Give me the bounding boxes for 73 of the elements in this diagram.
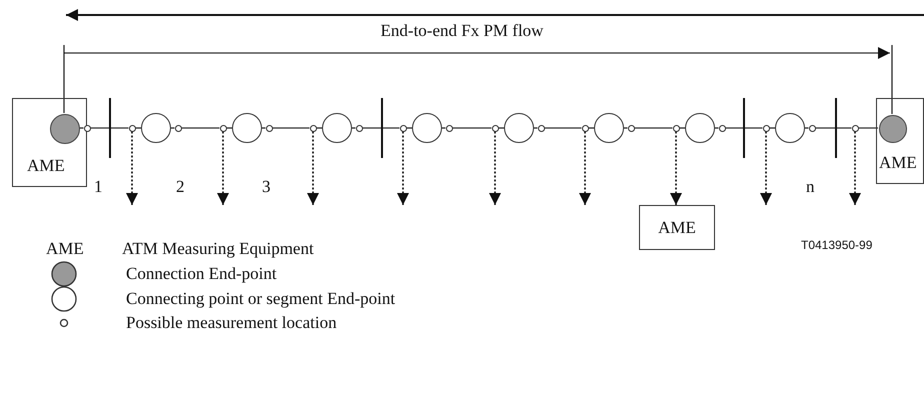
- connecting-point-circle: [504, 113, 534, 143]
- measurement-location-circle: [582, 124, 588, 132]
- connecting-point-circle: [775, 113, 805, 143]
- node-label: AME: [27, 157, 65, 174]
- node-label: AME: [879, 154, 917, 171]
- measurement-location-circle: [220, 124, 226, 132]
- connection-line: [726, 127, 762, 129]
- connection-line: [272, 127, 310, 129]
- connection-line: [171, 127, 174, 129]
- connection-line: [624, 127, 628, 129]
- segment-number: 3: [262, 178, 270, 195]
- connection-line: [544, 127, 582, 129]
- measurement-location-circle: [400, 124, 406, 132]
- equipment-box: [12, 98, 87, 187]
- connection-line: [182, 127, 220, 129]
- arrow: [397, 132, 409, 205]
- connection-line: [715, 127, 718, 129]
- figure-id: T0413950-99: [801, 239, 872, 251]
- connection-line: [262, 127, 266, 129]
- connecting-point-circle: [141, 113, 171, 143]
- connecting-point-circle: [232, 113, 262, 143]
- segment-number: 1: [94, 178, 102, 195]
- measurement-location-circle: [84, 124, 90, 132]
- legend-text: Possible measurement location: [126, 314, 337, 331]
- connection-line: [452, 127, 492, 129]
- arrow: [849, 132, 861, 205]
- measurement-location-circle: [174, 124, 182, 132]
- segment-number: 2: [176, 178, 184, 195]
- measurement-location-circle: [852, 124, 858, 132]
- measurement-location-circle: [356, 124, 362, 132]
- connection-line: [362, 127, 400, 129]
- arrow: [579, 132, 591, 205]
- connection-line: [442, 127, 446, 129]
- arrow: [63, 47, 890, 113]
- measurement-location-circle: [128, 124, 136, 132]
- connection-line: [816, 127, 852, 129]
- connecting-point-circle: [412, 113, 442, 143]
- arrow: [670, 132, 682, 205]
- measurement-location-circle: [672, 124, 680, 132]
- measurement-location-circle: [266, 124, 272, 132]
- measurement-location-circle: [446, 124, 452, 132]
- connection-line: [534, 127, 538, 129]
- measurement-location-circle: [492, 124, 498, 132]
- connection-line: [805, 127, 808, 129]
- node-label: AME: [658, 219, 696, 236]
- measurement-location-circle: [718, 124, 726, 132]
- measurement-location-circle: [538, 124, 544, 132]
- measurement-location-circle: [628, 124, 634, 132]
- equipment-box: [639, 205, 715, 250]
- arrow: [307, 132, 319, 205]
- arrow: [217, 132, 229, 205]
- connecting-point-circle: [322, 113, 352, 143]
- arrow: [126, 132, 138, 205]
- measurement-location-circle: [310, 124, 316, 132]
- connection-line: [352, 127, 356, 129]
- legend-text: Connection End-point: [126, 265, 277, 282]
- legend-text: Connecting point or segment End-point: [126, 290, 396, 307]
- arrow: [489, 132, 501, 205]
- connection-end-point-circle: [879, 115, 907, 143]
- segment-number: n: [806, 178, 814, 195]
- connecting-point-circle: [685, 113, 715, 143]
- connecting-point-circle: [594, 113, 624, 143]
- arrow: [760, 132, 772, 205]
- connection-line: [90, 127, 128, 129]
- connection-end-point-circle: [50, 114, 80, 144]
- abbreviation: AME: [46, 240, 84, 257]
- connection-line: [858, 127, 878, 129]
- measurement-location-circle: [808, 124, 816, 132]
- legend-text: ATM Measuring Equipment: [122, 240, 314, 257]
- equipment-box: [876, 98, 924, 184]
- flow-label: End-to-end Fx PM flow: [380, 22, 544, 39]
- connection-line: [634, 127, 672, 129]
- measurement-location-circle: [762, 124, 770, 132]
